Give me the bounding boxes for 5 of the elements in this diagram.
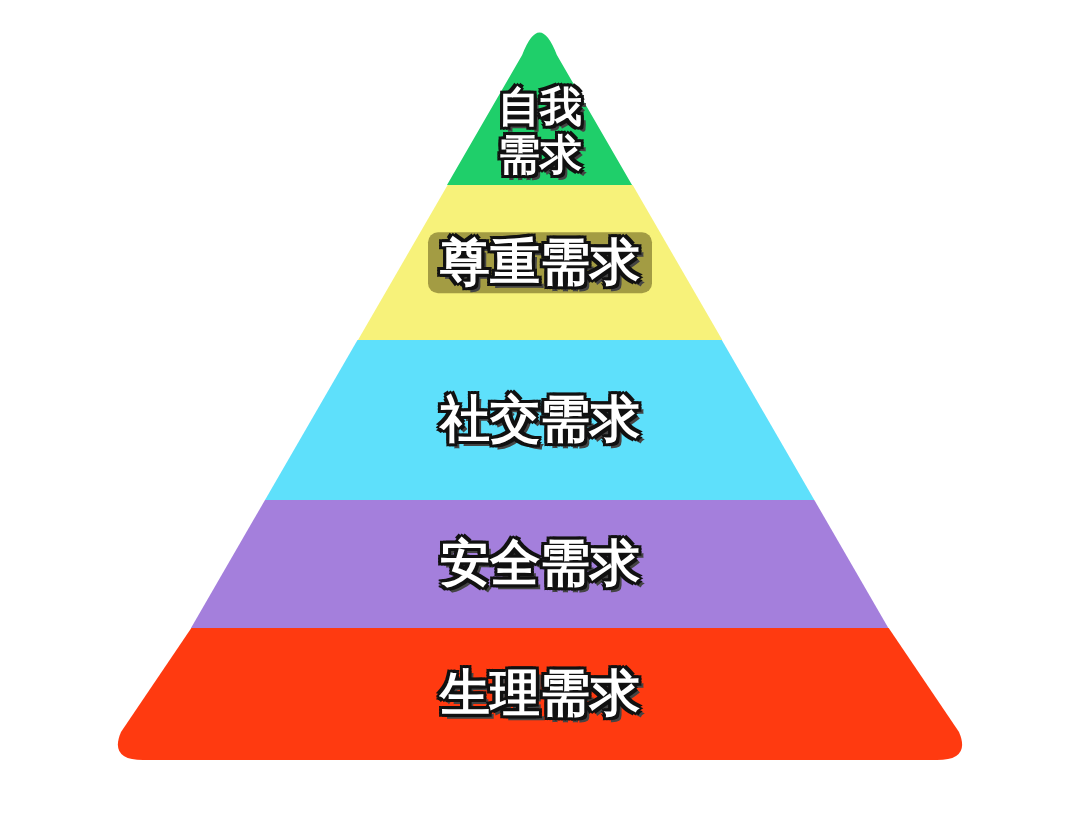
tier-label: 自我需求 <box>497 82 583 179</box>
tier-label: 社交需求 <box>440 391 640 449</box>
tier-label: 安全需求 <box>440 535 640 593</box>
tier-label: 尊重需求 <box>428 231 652 294</box>
tier-label: 生理需求 <box>440 665 640 723</box>
